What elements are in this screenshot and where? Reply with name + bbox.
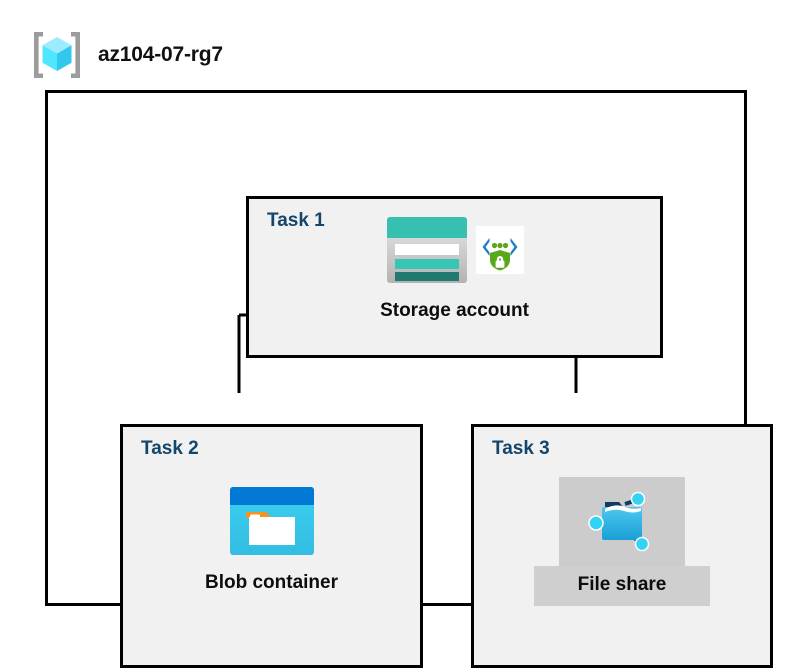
task-3-label: Task 3: [492, 438, 550, 459]
node-storage-account-caption: Storage account: [380, 300, 529, 321]
task-panel-3: Task 3: [471, 424, 773, 668]
node-file-share[interactable]: File share: [474, 477, 770, 606]
task-panel-1: Task 1: [246, 196, 663, 358]
secure-transfer-shield-icon: [475, 226, 524, 279]
node-storage-account-icons: [386, 215, 524, 290]
blob-container-icon: [228, 485, 316, 562]
node-file-share-caption: File share: [533, 566, 711, 606]
node-blob-container-caption: Blob container: [204, 572, 338, 593]
task-1-label: Task 1: [267, 210, 325, 231]
task-panel-2: Task 2: [120, 424, 423, 668]
storage-account-icon: [386, 215, 468, 290]
resource-group-cube-icon: [30, 28, 84, 82]
resource-group-container: Task 1: [45, 90, 773, 668]
file-share-icon: [585, 485, 659, 560]
task-2-label: Task 2: [141, 438, 199, 459]
node-blob-container[interactable]: Blob container: [123, 485, 420, 594]
resource-group-title: az104-07-rg7: [98, 43, 223, 66]
node-file-share-icons: [559, 477, 685, 566]
node-blob-container-icons: [228, 485, 316, 562]
node-storage-account[interactable]: Storage account: [249, 215, 660, 322]
resource-group-header: az104-07-rg7: [30, 28, 223, 82]
